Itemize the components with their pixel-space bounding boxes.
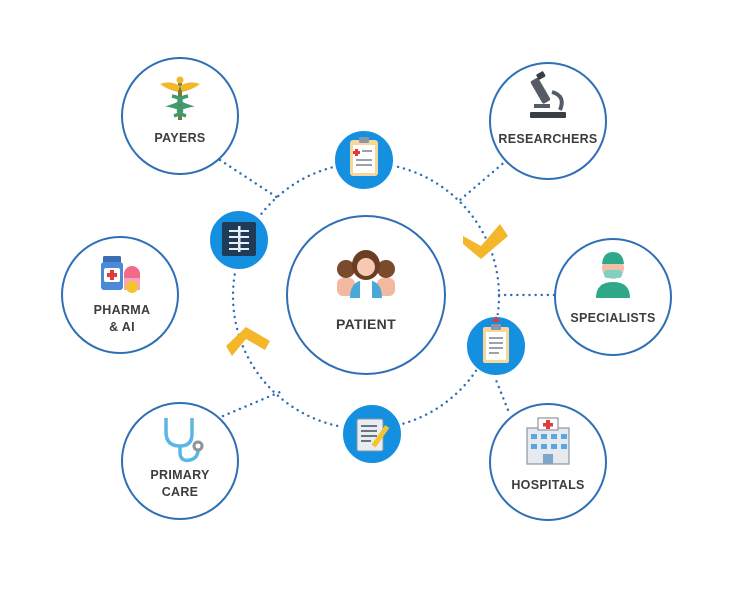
surgeon-icon [596, 252, 630, 298]
payers-label: PAYERS [154, 131, 205, 145]
primary-care-label-line1: PRIMARY [150, 468, 210, 482]
prescription-pen-icon [356, 418, 389, 452]
patient-node[interactable]: PATIENT [286, 215, 446, 375]
clipboard-medical-icon [350, 137, 378, 176]
specialists-label: SPECIALISTS [570, 311, 655, 325]
hospital-building-icon [526, 417, 570, 465]
caduceus-icon [160, 76, 200, 120]
pharma-label-line2: & AI [109, 320, 135, 334]
ring-icon-clipboard[interactable] [333, 129, 395, 191]
microscope-icon [530, 71, 566, 118]
flow-chevron-left [226, 327, 270, 356]
primary-care-label-line2: CARE [162, 485, 199, 499]
pharma-label-line1: PHARMA [94, 303, 151, 317]
pharma-node[interactable]: PHARMA & AI [61, 236, 179, 354]
specialists-node[interactable]: SPECIALISTS [554, 238, 672, 356]
hospitals-node[interactable]: HOSPITALS [489, 403, 607, 521]
hospitals-label: HOSPITALS [511, 478, 584, 492]
patient-group-icon [337, 250, 395, 298]
medical-report-icon [483, 316, 509, 363]
primary-care-node[interactable]: PRIMARY CARE [121, 402, 239, 520]
patient-label: PATIENT [336, 316, 396, 332]
payers-node[interactable]: PAYERS [121, 57, 239, 175]
ring-icon-xray[interactable] [208, 209, 270, 271]
medicine-bottle-icon [101, 256, 140, 293]
researchers-label: RESEARCHERS [498, 132, 597, 146]
ring-icon-prescription[interactable] [341, 403, 403, 465]
researchers-node[interactable]: RESEARCHERS [489, 62, 607, 180]
ring-icon-report[interactable] [465, 315, 527, 377]
stethoscope-icon [164, 418, 204, 463]
flow-chevron-right [463, 224, 508, 259]
xray-icon [222, 222, 256, 256]
